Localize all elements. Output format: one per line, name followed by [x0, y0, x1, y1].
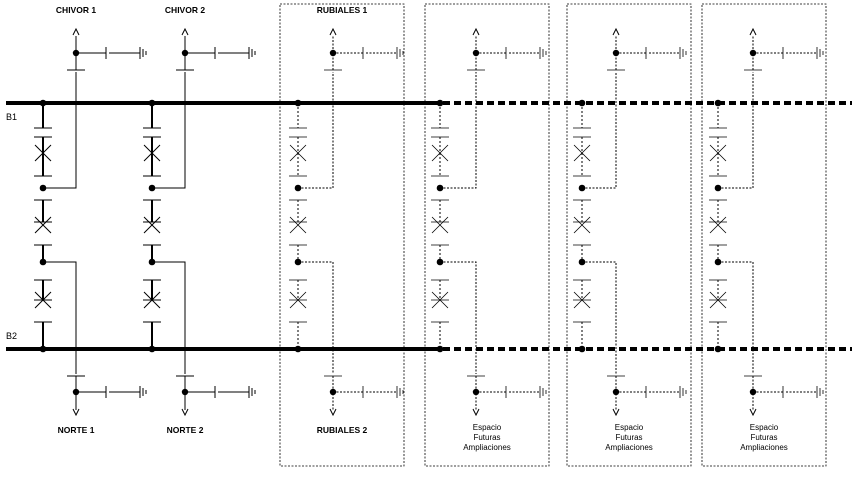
feeder-top-line — [440, 72, 477, 189]
breaker-symbol — [709, 144, 727, 162]
bay-bottom-label-line: Espacio — [473, 423, 502, 432]
breaker-symbol — [34, 216, 52, 234]
arrow-up-icon — [472, 27, 480, 36]
feeder-bottom-line — [718, 261, 754, 374]
bay-bottom-label-line: Espacio — [750, 423, 779, 432]
bay-bottom-label-line: RUBIALES 2 — [317, 425, 368, 435]
bay-bottom-label-line: Ampliaciones — [605, 443, 653, 452]
breaker-symbol — [709, 216, 727, 234]
arrow-up-icon — [612, 27, 620, 36]
feeder-bottom-line — [43, 261, 77, 374]
bay-top-label: CHIVOR 1 — [56, 5, 96, 15]
arrow-up-icon — [72, 27, 80, 36]
bay-top-label: CHIVOR 2 — [165, 5, 205, 15]
bay-chivor2-norte2: CHIVOR 2 NORTE 2 — [143, 5, 256, 435]
busbar-b2-label: B2 — [6, 331, 17, 341]
arrow-down-icon — [181, 408, 189, 417]
breaker-symbol — [289, 216, 307, 234]
breaker-symbol — [573, 291, 591, 309]
arrow-down-icon — [612, 408, 620, 417]
breaker-symbol — [431, 291, 449, 309]
feeder-top-line — [152, 72, 186, 189]
arrow-up-icon — [329, 27, 337, 36]
breaker-symbol — [431, 144, 449, 162]
bay-bottom-label: RUBIALES 2 — [317, 425, 368, 435]
bay-bottom-label-line: Ampliaciones — [463, 443, 511, 452]
bay-bottom-label-line: Futuras — [750, 433, 777, 442]
breaker-symbol — [143, 144, 161, 162]
breaker-symbol — [573, 216, 591, 234]
breaker-symbol — [143, 291, 161, 309]
breaker-symbol — [34, 144, 52, 162]
arrow-up-icon — [749, 27, 757, 36]
feeder-bottom-line — [440, 261, 477, 374]
breaker-symbol — [34, 291, 52, 309]
bay-box-future-2 — [566, 3, 692, 467]
bay-bottom-label-line: NORTE 1 — [58, 425, 95, 435]
feeder-top-line — [582, 72, 617, 189]
bays-layer: CHIVOR 1 NORTE 1 CHIVOR 2 NORTE 2 RUBIALES 1… — [34, 5, 824, 452]
bay-bottom-label-line: Futuras — [473, 433, 500, 442]
bay-box-rubiales — [279, 3, 405, 467]
feeder-top-line — [43, 72, 77, 189]
arrow-down-icon — [472, 408, 480, 417]
bay-box-future-1 — [424, 3, 550, 467]
arrow-up-icon — [181, 27, 189, 36]
feeder-bottom-line — [152, 261, 186, 374]
breaker-symbol — [709, 291, 727, 309]
arrow-down-icon — [329, 408, 337, 417]
bay-top-label: RUBIALES 1 — [317, 5, 368, 15]
breaker-symbol — [431, 216, 449, 234]
busbar-b1-label: B1 — [6, 112, 17, 122]
bay-rubiales: RUBIALES 1 RUBIALES 2 — [289, 5, 404, 435]
arrow-down-icon — [749, 408, 757, 417]
bay-bottom-label-line: Espacio — [615, 423, 644, 432]
bay-bottom-label: NORTE 2 — [167, 425, 204, 435]
breaker-symbol — [289, 144, 307, 162]
feeder-bottom-line — [298, 261, 334, 374]
breaker-symbol — [573, 144, 591, 162]
bay-bottom-label-line: NORTE 2 — [167, 425, 204, 435]
bay-chivor1-norte1: CHIVOR 1 NORTE 1 — [34, 5, 147, 435]
breaker-symbol — [143, 216, 161, 234]
breaker-symbol — [289, 291, 307, 309]
arrow-down-icon — [72, 408, 80, 417]
feeder-top-line — [298, 72, 334, 189]
bay-bottom-label: NORTE 1 — [58, 425, 95, 435]
bay-box-future-3 — [701, 3, 827, 467]
bay-bottom-label-line: Ampliaciones — [740, 443, 788, 452]
bay-bottom-label-line: Futuras — [615, 433, 642, 442]
feeder-top-line — [718, 72, 754, 189]
feeder-bottom-line — [582, 261, 617, 374]
